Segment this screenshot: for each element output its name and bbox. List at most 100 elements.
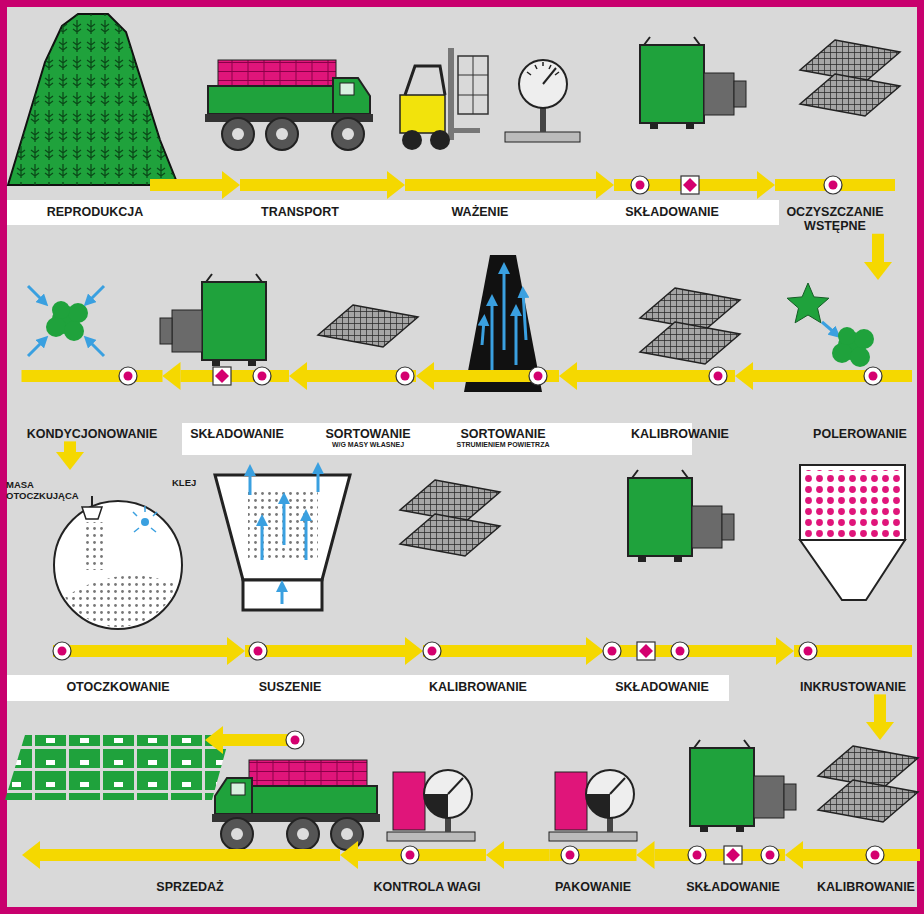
stage-label: OTOCZKOWANIE [53,680,183,694]
process-stage: KALIBROWANIE [423,470,533,694]
label-band [7,675,729,701]
scale-icon [505,60,580,142]
process-stage: WAŻENIE [405,30,555,219]
flow-arrow [753,370,808,382]
conditioning-icon [28,286,104,356]
stage-label: KONDYCJONOWANIE [22,427,163,441]
truck-icon [205,60,373,150]
conveyor-bar [405,179,555,191]
arrow-head [22,841,40,869]
process-stage: SKŁADOWANIE [604,470,720,694]
flow-arrow [360,179,387,191]
flow-marker [53,176,884,864]
process-stage: OCZYSZCZANIE WSTĘPNE [775,30,895,234]
process-stage: KALIBROWANIE [625,280,735,441]
process-stage: KONTROLA WAGI [368,740,486,894]
process-stage: SKŁADOWANIE [185,280,289,441]
packing-scale-icon [549,770,637,841]
flow-arrow [874,694,886,722]
annotation-label: KLEJ [172,478,232,489]
stage-label: OCZYSZCZANIE WSTĘPNE [775,205,895,234]
flow-arrow [803,849,812,861]
flow-arrow [655,849,682,861]
conveyor-bar [368,849,486,861]
flow-arrow [64,441,76,452]
truck-icon [212,760,380,850]
sieve-icon [318,305,418,347]
stage-label: SKŁADOWANIE [614,205,730,219]
flow-arrow [335,645,405,657]
stage-label: SPRZEDAŻ [40,880,340,894]
stage-label: SKŁADOWANIE [185,427,289,441]
conveyor-bar [22,179,921,869]
polishing-icon [787,283,874,367]
process-stage: SUSZENIE [245,470,335,694]
process-stage: OTOCZKOWANIE [53,470,183,694]
annotation-label: MASA OTOCZKUJĄCA [6,480,84,502]
stage-label: SKŁADOWANIE [604,680,720,694]
flow-arrow [150,179,222,191]
flow-arrow [183,645,227,657]
flow-arrow [181,370,186,382]
process-stage: SKŁADOWANIE [614,30,730,219]
sieve-icon [400,480,500,556]
sieve-icon [640,288,740,364]
hopper-icon [800,465,905,600]
process-stage: REPRODUKCJA [40,30,150,219]
process-stage: SPRZEDAŻ [40,740,340,894]
conveyor-bar [240,179,360,191]
label-band [7,200,779,225]
process-stage: KALIBROWANIE [812,740,920,894]
connectors [70,185,880,855]
field-icon [5,735,230,800]
storage-bin-icon [690,740,796,832]
process-stage: PAKOWANIE [550,740,637,894]
forklift-icon [400,48,488,150]
stage-label: PAKOWANIE [550,880,637,894]
storage-bin-icon [640,37,746,129]
flow-arrow [730,179,757,191]
storage-bin-icon [628,470,734,562]
stage-sublabel: STRUMIENIEM POWIETRZA [447,441,559,449]
flow-arrow [533,645,586,657]
stage-label: SORTOWANIE [447,427,559,441]
dryer-icon [215,468,350,610]
process-stage: SKŁADOWANIE [681,740,785,894]
storage-bin-icon [160,274,266,366]
stage-label: KALIBROWANIE [423,680,533,694]
flow-arrow [434,370,447,382]
process-stage: SORTOWANIEW/G MASY WŁASNEJ [320,280,416,450]
stage-label: SORTOWANIE [320,427,416,441]
sieve-icon [800,40,900,116]
conveyor-bar [40,849,340,861]
stage-label: KALIBROWANIE [625,427,735,441]
conveyor-bar [185,370,289,382]
stage-label: REPRODUKCJA [40,205,150,219]
flow-arrow [307,370,320,382]
stage-label: TRANSPORT [240,205,360,219]
conveyor-bar [808,370,912,382]
stage-label: WAŻENIE [405,205,555,219]
stage-label: KONTROLA WAGI [368,880,486,894]
process-stage: TRANSPORT [240,30,360,219]
conveyor-bar [22,370,163,382]
stage-label: SKŁADOWANIE [681,880,785,894]
process-stage: KONDYCJONOWANIE [22,280,163,441]
process-stage: POLEROWANIE [808,280,912,441]
stage-label: INKRUSTOWANIE [794,680,912,694]
flow-arrow [555,179,596,191]
flow-arrow [358,849,368,861]
stage-label: KALIBROWANIE [812,880,920,894]
process-stage: INKRUSTOWANIE [794,470,912,694]
stage-label: SUSZENIE [245,680,335,694]
flow-arrow [720,645,776,657]
flow-arrow [577,370,625,382]
plantation-icon [8,14,178,185]
flow-arrow [504,849,550,861]
process-stage: SORTOWANIESTRUMIENIEM POWIETRZA [447,280,559,450]
coating-drum-icon [54,496,182,640]
stage-label: POLEROWANIE [808,427,912,441]
